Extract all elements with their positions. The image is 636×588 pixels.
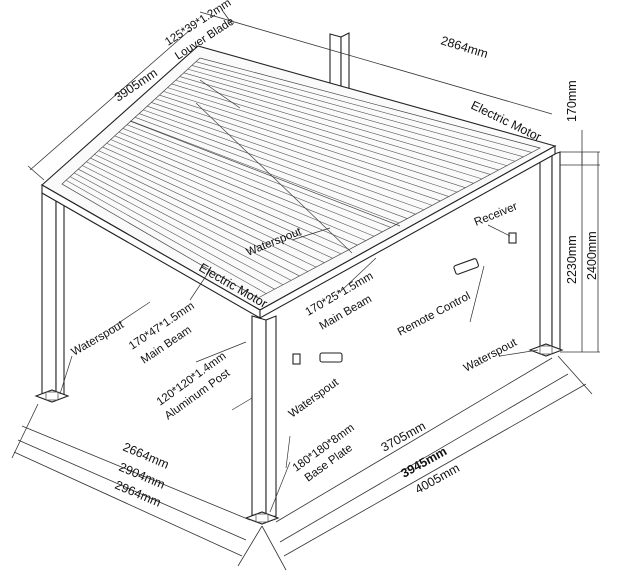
receiver-box (508, 232, 517, 244)
post-front-corner (251, 315, 277, 519)
dim-2230: 2230mm (565, 235, 579, 284)
louver-blade (118, 131, 375, 237)
louver-blade (187, 68, 516, 162)
dim-3705: 3705mm (379, 419, 428, 455)
dim-2400: 2400mm (585, 231, 599, 280)
louver-blade (143, 109, 424, 211)
louver-blade (82, 165, 300, 277)
louver-blade (90, 157, 317, 268)
base-plates (34, 343, 564, 525)
louver-blade (130, 120, 400, 224)
louver-blade (134, 117, 408, 219)
leader-lines (59, 79, 539, 513)
louver-blade (163, 91, 466, 188)
receiver-label: Receiver (473, 201, 520, 229)
post-front-left (41, 191, 65, 399)
dimension-lines (11, 9, 600, 571)
post-back-right (539, 151, 561, 353)
louver-blade (191, 65, 524, 158)
top-width-dim: 2864mm (439, 33, 490, 61)
louver-blade (74, 172, 284, 286)
louver-blade (106, 142, 350, 250)
waterspout-left-label: Waterspout (70, 319, 127, 359)
louver-blade (167, 87, 474, 184)
remote-control (453, 258, 479, 275)
louver-blade (94, 154, 325, 263)
louver-blade (69, 176, 275, 290)
louver-blade (175, 79, 491, 175)
louver-blade (159, 94, 458, 193)
roof-frame (41, 45, 557, 319)
louver-blade (102, 146, 342, 255)
louver-blade (78, 168, 292, 281)
remote-control-front (319, 352, 343, 363)
louver-blade (151, 102, 441, 202)
louver-blade (155, 98, 449, 197)
receiver-box-front (292, 353, 301, 365)
louver-blade (171, 83, 483, 180)
waterspout-right-label: Waterspout (462, 336, 520, 374)
louver-blade (126, 124, 391, 228)
waterspout-front-label: Waterspout (287, 376, 342, 420)
louver-blade (114, 135, 366, 241)
louver-blade (110, 139, 358, 246)
louver-blade (147, 105, 433, 206)
louver-blades (65, 61, 532, 294)
remote-control-label: Remote Control (396, 290, 473, 338)
louver-blade (139, 113, 416, 215)
dim-170: 170mm (565, 80, 579, 122)
louver-blade (183, 72, 507, 166)
louver-blade (122, 128, 383, 233)
louver-blade (179, 76, 499, 171)
louver-blade (195, 61, 532, 153)
louver-blade (86, 161, 308, 272)
louver-blade (98, 150, 333, 259)
louver-blade (65, 180, 267, 294)
